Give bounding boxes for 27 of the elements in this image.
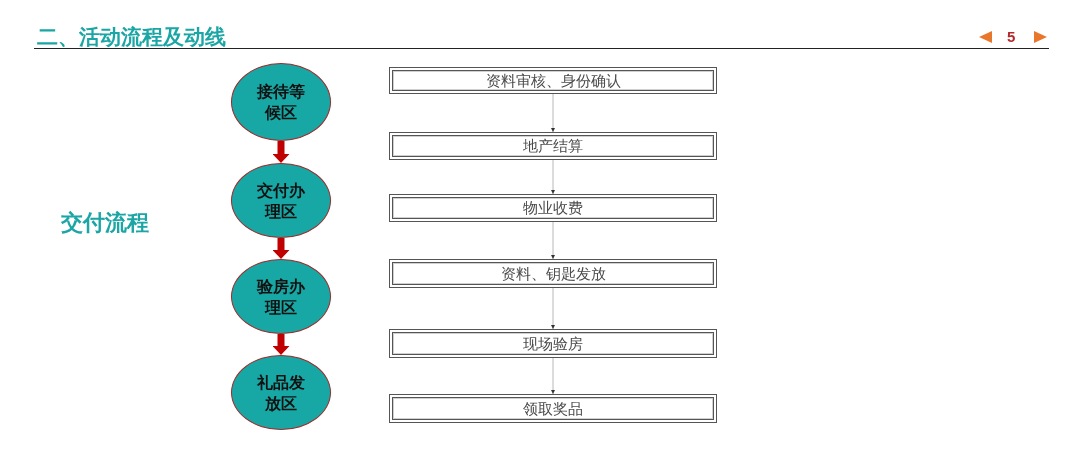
zone-label: 验房办理区: [257, 276, 305, 318]
arrow: [551, 221, 555, 260]
step-label: 现场验房: [523, 334, 583, 353]
process-box: [389, 67, 717, 94]
step-label: 领取奖品: [523, 399, 583, 418]
block-arrow: [272, 238, 290, 259]
process-box: [389, 259, 717, 288]
process-box: [389, 329, 717, 358]
arrow: [551, 287, 555, 330]
zone-label: 礼品发放区: [257, 372, 305, 414]
page-title: 二、活动流程及动线: [37, 25, 226, 49]
process-box: [389, 132, 717, 160]
step-label: 物业收费: [523, 199, 583, 217]
arrow: [551, 357, 555, 395]
page-number: 5: [1007, 27, 1016, 47]
block-arrow: [272, 141, 290, 163]
zone-label: 交付办理区: [257, 180, 305, 222]
arrow: [551, 159, 555, 195]
step-label: 资料审核、身份确认: [485, 71, 621, 90]
step-label: 地产结算: [523, 137, 583, 155]
process-box: [389, 194, 717, 222]
arrow: [551, 93, 555, 133]
section-label: 交付流程: [61, 209, 149, 237]
zone-label: 接待等候区: [257, 82, 305, 123]
process-box: [389, 394, 717, 423]
block-arrow: [272, 334, 290, 355]
step-label: 资料、钥匙发放: [500, 264, 606, 283]
